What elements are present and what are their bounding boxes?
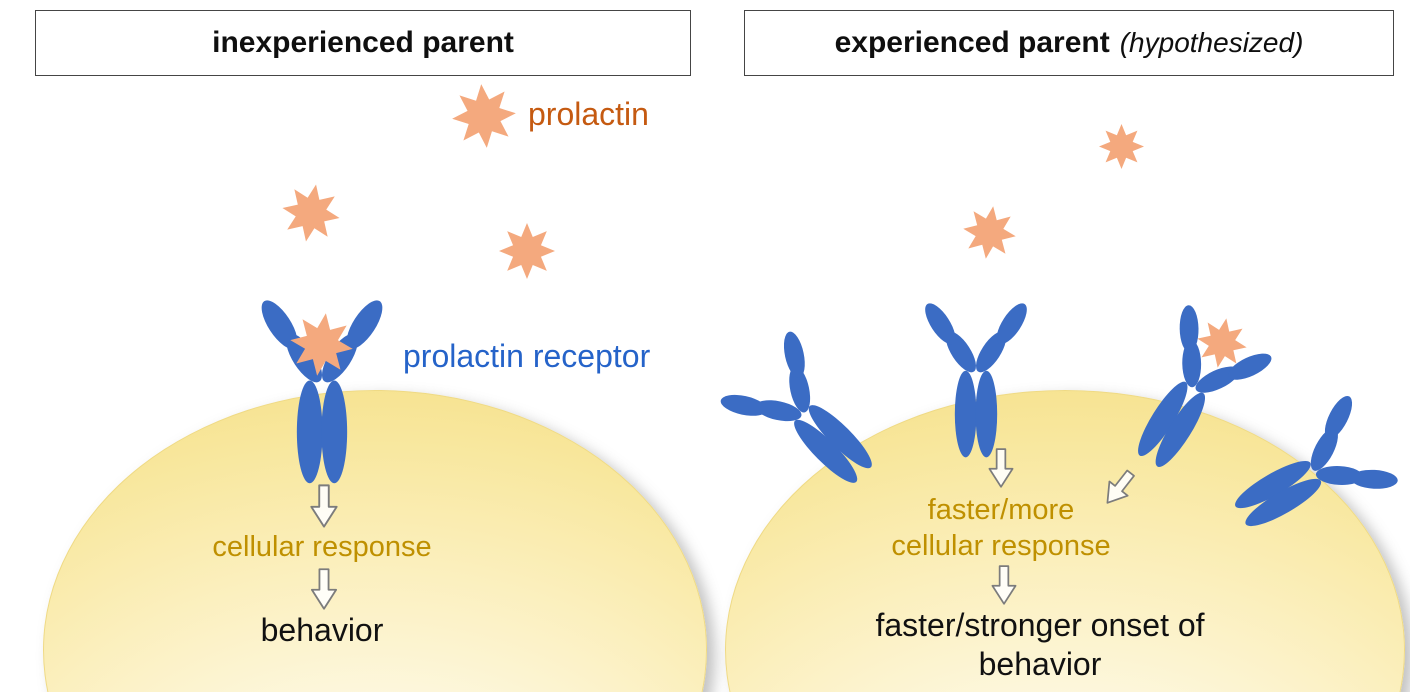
panel-title: inexperienced parent: [212, 26, 514, 59]
behavior-label-line1: faster/stronger onset of: [875, 607, 1205, 643]
prolactin-icon: [1099, 124, 1144, 169]
prolactin-icon: [286, 309, 357, 380]
panel-title: experienced parent: [834, 26, 1110, 59]
behavior-label-line2: behavior: [978, 646, 1102, 682]
down-arrow-icon: [307, 567, 341, 611]
down-arrow-icon: [307, 483, 341, 529]
cellular-response-label-line1: faster/more: [927, 494, 1075, 526]
down-arrow-icon: [986, 447, 1016, 489]
prolactin-icon: [1193, 314, 1251, 372]
prolactin-icon: [960, 203, 1020, 263]
prolactin-icon: [277, 179, 344, 246]
prolactin-icon: [499, 223, 555, 279]
title-box-inexperienced: inexperienced parent: [35, 10, 691, 76]
prolactin-receptor-icon: [917, 303, 1035, 463]
prolactin-receptor-label: prolactin receptor: [403, 338, 651, 374]
panel-title-note: (hypothesized): [1119, 27, 1304, 58]
prolactin-icon: [449, 81, 518, 150]
cellular-response-label-line2: cellular response: [891, 530, 1111, 562]
prolactin-label: prolactin: [528, 96, 649, 132]
behavior-label: behavior: [260, 612, 384, 648]
down-arrow-icon: [989, 564, 1019, 606]
title-box-experienced: experienced parent (hypothesized): [744, 10, 1394, 76]
cellular-response-label: cellular response: [212, 531, 432, 563]
